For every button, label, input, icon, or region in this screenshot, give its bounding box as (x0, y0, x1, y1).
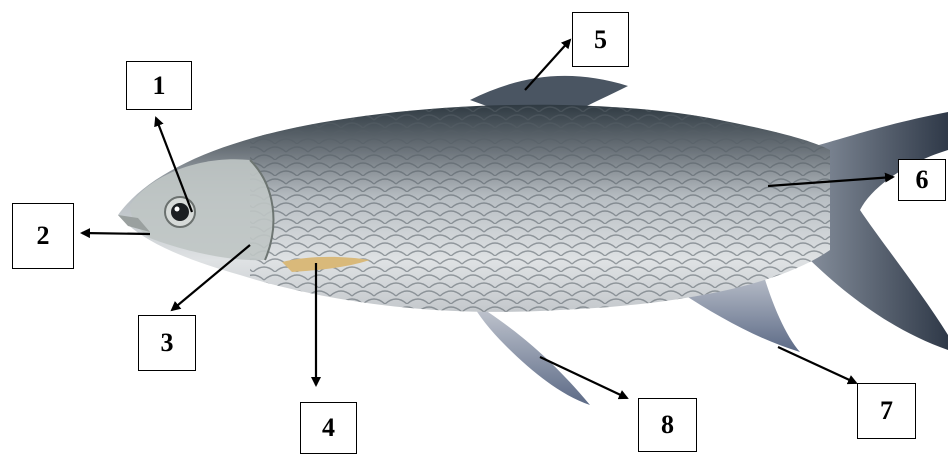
label-6-text: 6 (916, 165, 929, 195)
label-5-text: 5 (594, 25, 607, 55)
pelvic-fin (470, 300, 590, 405)
label-3: 3 (138, 315, 196, 371)
arrow-2 (82, 233, 150, 234)
label-8-text: 8 (661, 410, 674, 440)
arrow-7 (778, 347, 856, 383)
label-4: 4 (300, 402, 357, 454)
label-8: 8 (638, 398, 697, 452)
label-2-text: 2 (37, 221, 50, 251)
label-5: 5 (572, 12, 629, 67)
operculum (130, 159, 273, 260)
label-1: 1 (126, 61, 192, 110)
label-2: 2 (12, 203, 74, 269)
eye (165, 197, 195, 227)
label-4-text: 4 (322, 413, 335, 443)
label-7: 7 (857, 383, 916, 439)
label-3-text: 3 (161, 328, 174, 358)
label-6: 6 (898, 159, 946, 201)
label-7-text: 7 (880, 396, 893, 426)
label-1-text: 1 (153, 71, 166, 101)
